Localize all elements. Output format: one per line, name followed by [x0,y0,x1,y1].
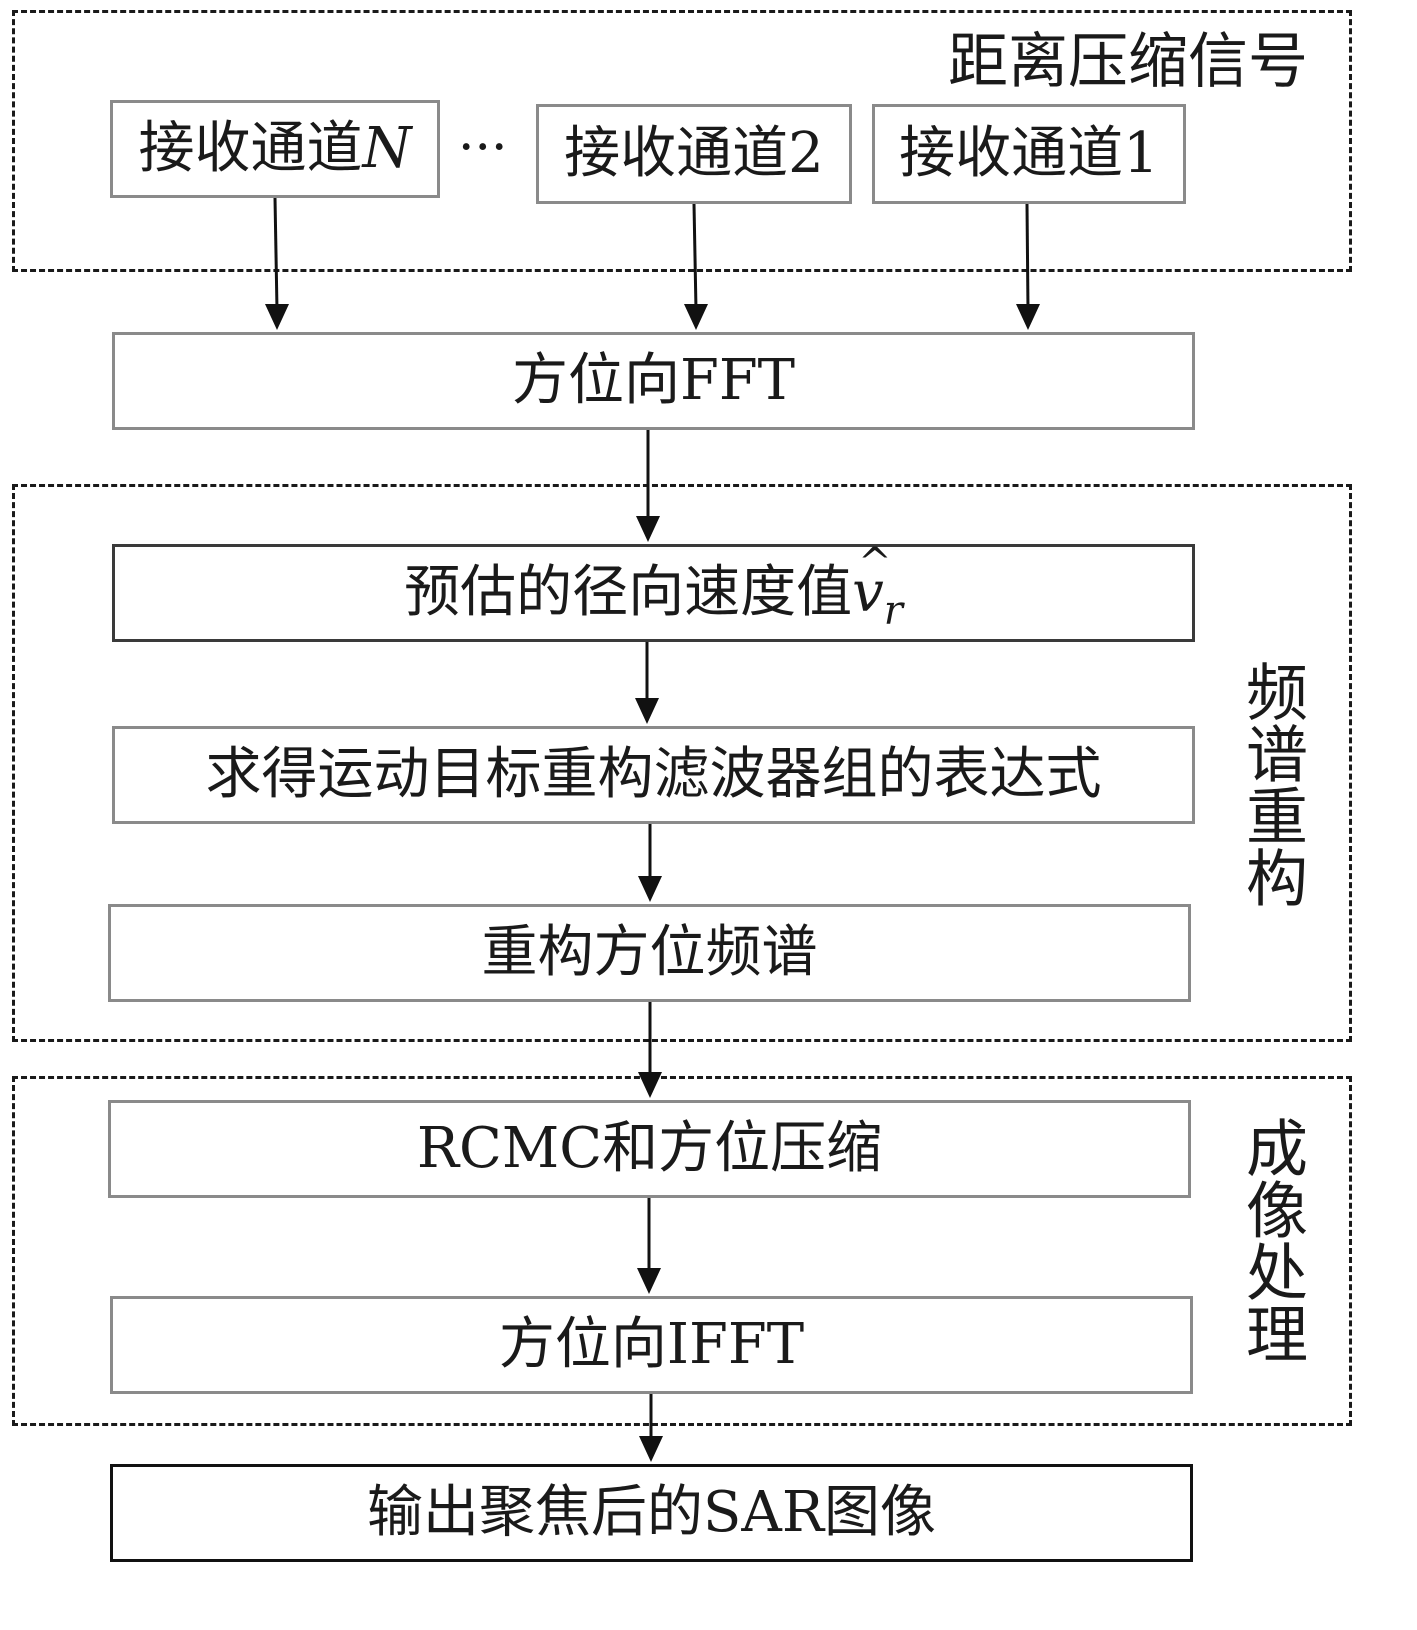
spectrum-reconstruction-group [12,484,1352,1042]
velocity-estimate-label: 预估的径向速度值 [404,560,853,625]
arrowhead-channel-2 [684,304,708,330]
receive-channel-1-box: 接收通道1 [872,104,1186,204]
azimuth-ifft-label: 方位向IFFT [498,1312,805,1377]
arrowhead-rcmc-to-ifft [637,1268,661,1294]
filter-bank-box: 求得运动目标重构滤波器组的表达式 [112,726,1195,824]
arrowhead-channel-n [265,304,289,330]
range-compressed-group [12,10,1352,272]
arrow-channel-1 [1025,203,1030,311]
range-compressed-label: 距离压缩信号 [948,27,1308,97]
spectrum-reconstruction-label: 频谱重构 [1235,660,1308,908]
velocity-estimate-box: 预估的径向速度值vr [112,543,1195,642]
azimuth-fft-box: 方位向FFT [112,332,1195,430]
receive-channel-n-index: N [362,116,412,181]
receive-channel-1-label: 接收通道1 [899,121,1159,186]
arrowhead-spectrum-to-rcmc [638,1072,662,1098]
arrowhead-ifft-to-output [639,1436,663,1462]
receive-channel-2-label: 接收通道2 [564,121,824,186]
filter-bank-label: 求得运动目标重构滤波器组的表达式 [205,742,1102,807]
arrow-channel-2 [692,203,698,311]
arrowhead-channel-1 [1016,304,1040,330]
arrowhead-fft-to-velocity [636,516,660,542]
reconstruct-spectrum-label: 重构方位频谱 [481,920,818,985]
reconstruct-spectrum-box: 重构方位频谱 [108,904,1191,1002]
arrowhead-filter-to-spectrum [638,876,662,902]
azimuth-fft-label: 方位向FFT [511,348,796,413]
output-label: 输出聚焦后的SAR图像 [367,1480,936,1545]
receive-channel-2-box: 接收通道2 [536,104,852,204]
receive-channel-n-label: 接收通道 [138,116,363,181]
channel-ellipsis: ··· [458,118,508,178]
imaging-label: 成像处理 [1235,1116,1308,1364]
arrow-channel-n [273,197,279,311]
output-box: 输出聚焦后的SAR图像 [110,1464,1193,1562]
velocity-subscript: r [883,588,903,634]
rcmc-label: RCMC和方位压缩 [416,1116,883,1181]
velocity-symbol: v [852,543,891,621]
arrowhead-velocity-to-filter [635,698,659,724]
rcmc-box: RCMC和方位压缩 [108,1100,1191,1198]
azimuth-ifft-box: 方位向IFFT [110,1296,1193,1394]
imaging-group [12,1076,1352,1426]
